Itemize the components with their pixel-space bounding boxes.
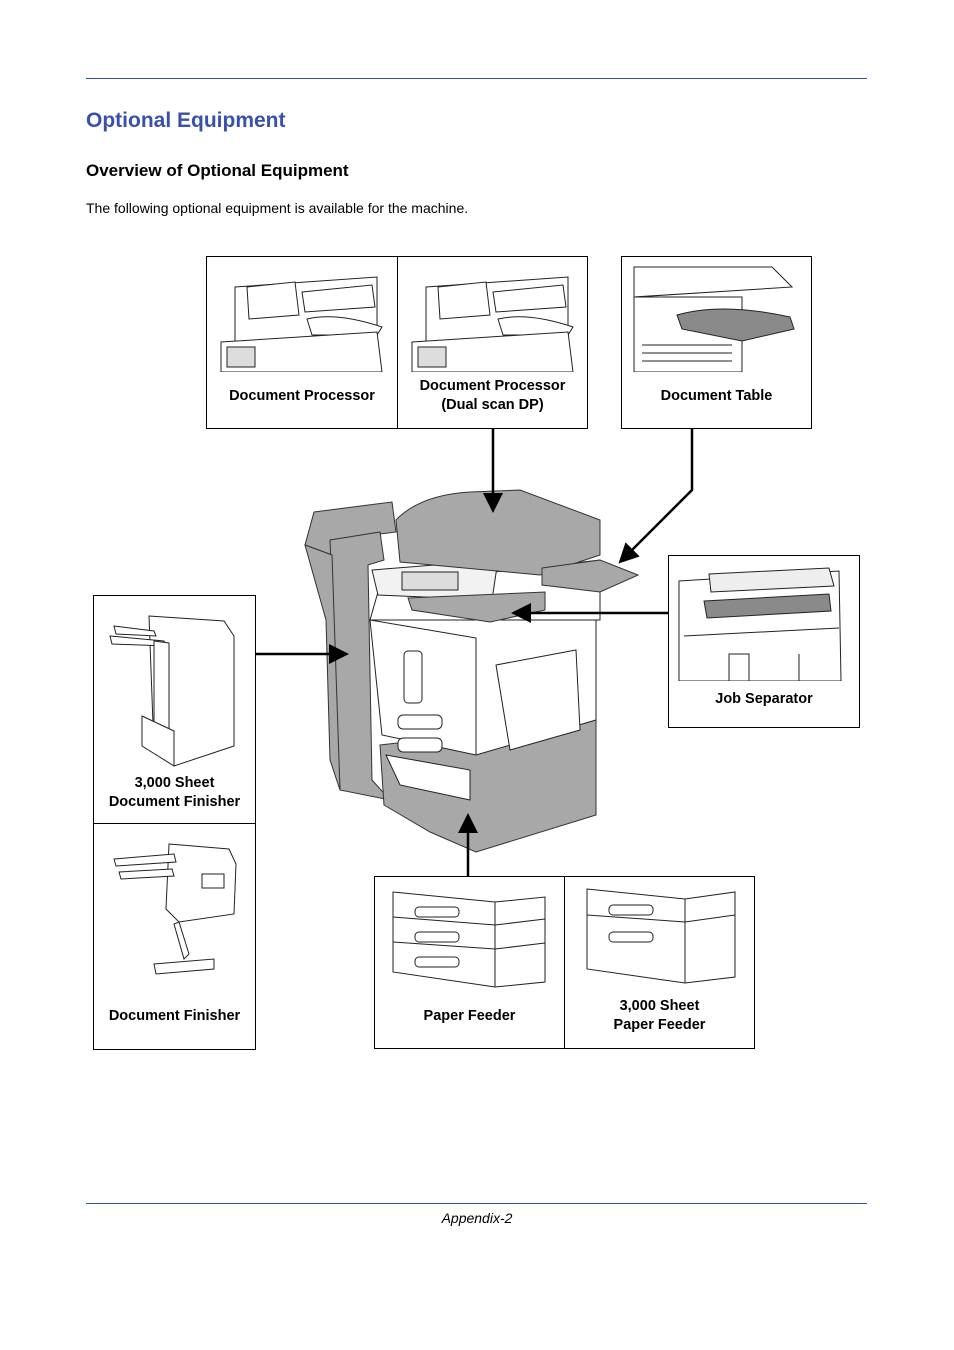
document-processor-box: Document Processor Document Processor (D… <box>206 256 588 429</box>
dual-scan-dp-icon <box>411 276 574 372</box>
arrow-document-table <box>618 429 694 564</box>
finisher-3000-label-line2: Document Finisher <box>108 794 241 810</box>
paper-feeder-box: Paper Feeder 3,000 Sheet Paper Feeder <box>374 876 755 1049</box>
paper-feeder-3000-label-line1: 3,000 Sheet <box>619 998 700 1014</box>
document-table-icon <box>633 266 795 372</box>
document-table-silhouette <box>541 559 640 593</box>
machine-body <box>369 559 601 801</box>
paper-feeder-3000-icon <box>586 888 736 984</box>
arrows <box>256 429 694 876</box>
page-title: Optional Equipment <box>86 109 286 132</box>
document-processor-cell: Document Processor <box>207 257 398 428</box>
finisher-3000-label-line1: 3,000 Sheet <box>134 775 215 791</box>
section-heading: Overview of Optional Equipment <box>86 161 349 180</box>
dual-scan-cell: Document Processor (Dual scan DP) <box>398 257 587 428</box>
document-finisher-cell: Document Finisher <box>94 824 255 1049</box>
document-finisher-label: Document Finisher <box>108 1008 241 1024</box>
document-processor-label: Document Processor <box>229 388 375 404</box>
document-processor-icon <box>220 276 383 372</box>
job-separator-box: Job Separator <box>668 555 860 728</box>
paper-feeder-icon <box>392 891 546 988</box>
document-table-label: Document Table <box>660 388 773 404</box>
job-separator-label: Job Separator <box>715 691 813 707</box>
header-rule <box>86 78 867 79</box>
document-processor-silhouette <box>395 489 601 623</box>
finisher-3000-cell: 3,000 Sheet Document Finisher <box>94 596 255 824</box>
document-table-box: Document Table <box>621 256 812 429</box>
dual-scan-label-line2: (Dual scan DP) <box>441 397 544 413</box>
finisher-box: 3,000 Sheet Document Finisher Document F… <box>93 595 256 1050</box>
paper-feeder-cell: Paper Feeder <box>375 877 565 1048</box>
finisher-3000-icon <box>109 615 235 767</box>
document-finisher-icon <box>113 843 237 975</box>
paper-feeder-label: Paper Feeder <box>423 1008 516 1024</box>
finisher-silhouette <box>304 501 397 801</box>
footer-rule <box>86 1203 867 1204</box>
intro-paragraph: The following optional equipment is avai… <box>86 200 469 216</box>
page-number: Appendix-2 <box>441 1210 513 1226</box>
dual-scan-label-line1: Document Processor <box>419 378 566 394</box>
paper-feeder-3000-label: 3,000 Sheet Paper Feeder <box>565 997 754 1035</box>
paper-feeder-3000-cell: 3,000 Sheet Paper Feeder <box>565 877 754 1048</box>
job-separator-icon <box>678 567 842 681</box>
finisher-3000-label: 3,000 Sheet Document Finisher <box>94 774 255 812</box>
paper-feeder-3000-label-line2: Paper Feeder <box>613 1017 706 1033</box>
dual-scan-label: Document Processor (Dual scan DP) <box>398 377 587 415</box>
